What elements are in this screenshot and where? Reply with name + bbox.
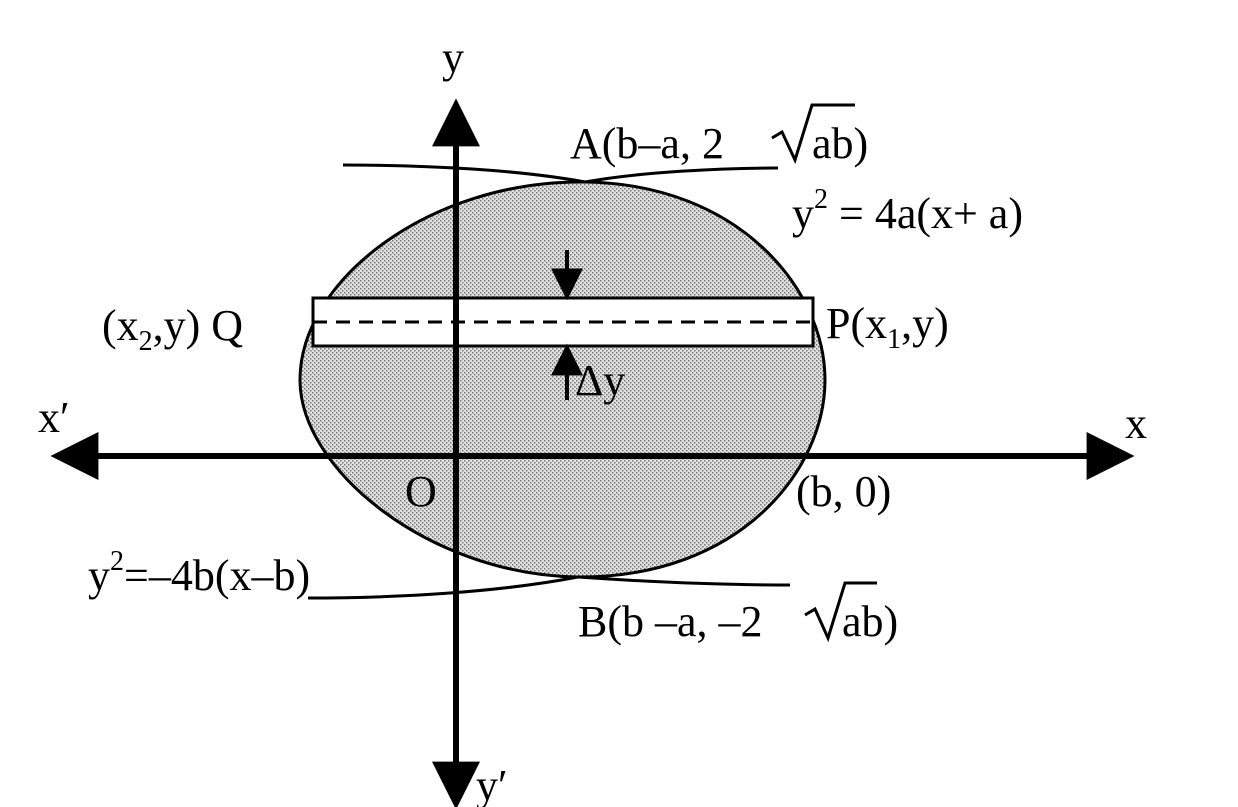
point-q-label: (x2,y) Q <box>102 301 243 357</box>
point-a-label: A(b–a, 2 ab) <box>570 103 868 168</box>
sqrt-sign <box>771 103 855 165</box>
svg-text:A(b–a, 2: A(b–a, 2 <box>570 119 724 168</box>
x-axis-label: x <box>1125 399 1147 448</box>
origin-label: O <box>405 467 437 516</box>
b-zero-label: (b, 0) <box>796 467 891 516</box>
svg-text:B(b –a, –2: B(b –a, –2 <box>578 597 763 646</box>
lower-parabola-left-tail <box>307 575 579 600</box>
point-b-label: B(b –a, –2 ab) <box>578 581 898 646</box>
upper-parabola-left-tail <box>342 163 586 184</box>
delta-y-label: Δy <box>575 356 625 405</box>
upper-curve-equation: y2 = 4a(x+ a) <box>792 184 1023 238</box>
x-neg-axis-label: x′ <box>38 393 70 442</box>
svg-text:ab): ab) <box>812 119 868 168</box>
lower-curve-equation: y2=–4b(x–b) <box>88 546 310 600</box>
svg-text:ab): ab) <box>842 597 898 646</box>
y-axis-label: y <box>442 33 464 82</box>
shaded-region <box>298 180 827 579</box>
y-neg-axis-label: y′ <box>476 761 508 807</box>
upper-parabola-right-tail <box>584 166 779 184</box>
point-p-label: P(x1,y) <box>826 299 949 355</box>
lower-parabola-right-tail <box>577 575 791 587</box>
sqrt-sign <box>804 581 877 643</box>
